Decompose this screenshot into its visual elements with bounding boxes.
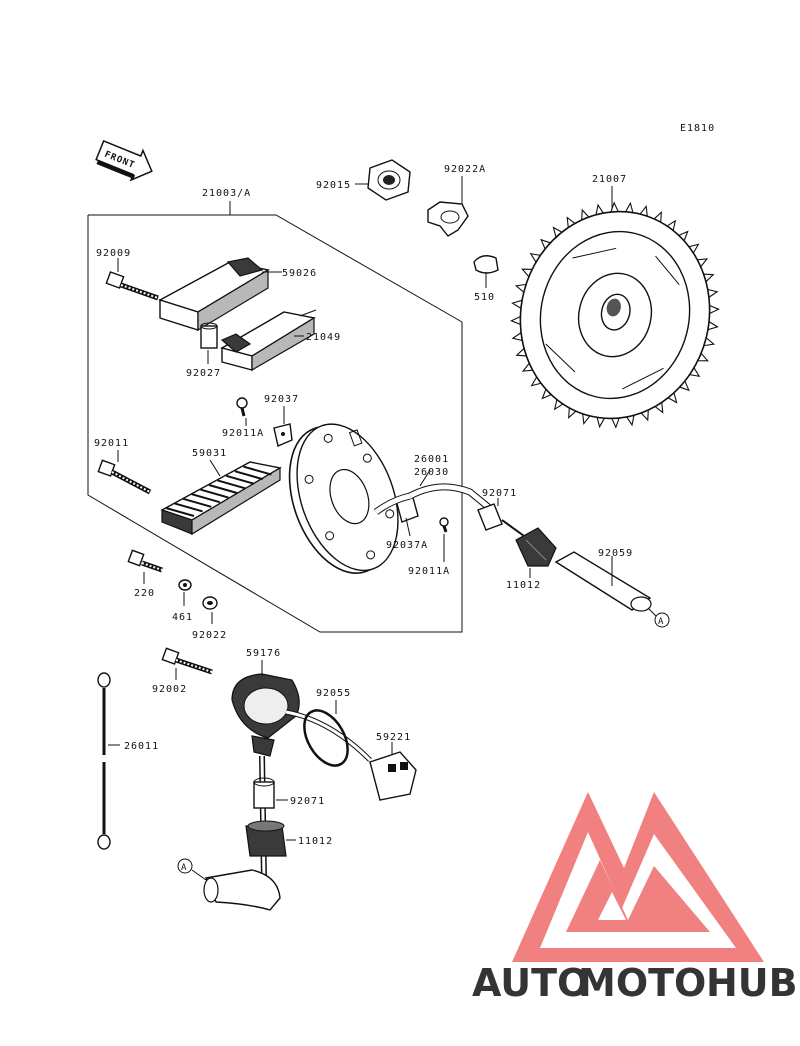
pickup-coil-icon — [231, 673, 372, 762]
cable-sleeve-icon — [554, 551, 652, 612]
grommet-icon — [253, 777, 275, 809]
label-92059: 92059 — [598, 548, 633, 559]
rectifier-icon — [158, 257, 270, 332]
heatsink-fin — [234, 470, 264, 481]
cable-boot-icon — [515, 527, 557, 567]
label-59176: 59176 — [246, 648, 281, 659]
washer-icon — [202, 596, 218, 610]
label-26030: 26030 — [414, 467, 449, 478]
heatsink-fin — [191, 493, 221, 504]
heatsink-fin — [174, 502, 203, 513]
ground-cable-icon — [97, 672, 111, 850]
label-21003a: 21003/A — [202, 188, 251, 199]
screw-icon — [439, 517, 449, 533]
ref-a-bottom: A — [181, 863, 187, 873]
bolt-icon — [97, 459, 152, 495]
label-11012-bottom: 11012 — [298, 836, 333, 847]
label-21049: 21049 — [306, 332, 341, 343]
screw-icon — [236, 397, 248, 417]
ref-a-circle-top — [654, 612, 670, 628]
stator-plate-icon — [288, 423, 399, 574]
heatsink-fin — [200, 488, 229, 499]
heatsink-fin — [182, 497, 212, 508]
heatsink-fin — [243, 465, 272, 476]
label-92037a: 92037A — [386, 540, 428, 551]
nut-icon — [178, 579, 192, 591]
woodruff-key-icon — [473, 255, 499, 274]
heatsink-fin — [165, 507, 195, 517]
bolt-icon — [161, 647, 213, 675]
label-92071-top: 92071 — [482, 488, 517, 499]
bolt-icon — [127, 549, 163, 573]
automotohub-logo: AUTO MOTO HUB — [472, 792, 798, 1005]
label-92009: 92009 — [96, 248, 131, 259]
collar-icon — [200, 322, 218, 349]
label-59221: 59221 — [376, 732, 411, 743]
grommet-icon — [477, 503, 525, 537]
label-92011a-bottom: 92011A — [408, 566, 450, 577]
label-59031: 59031 — [192, 448, 227, 459]
lock-washer-icon — [427, 201, 469, 237]
heatsink-fin — [225, 474, 255, 485]
nut-icon — [367, 159, 411, 201]
figure-code: E1810 — [680, 123, 715, 134]
bolt-icon — [105, 271, 159, 301]
heatsink-fin — [217, 479, 246, 490]
o-ring-icon — [303, 709, 349, 767]
label-59026: 59026 — [282, 268, 317, 279]
label-92022a: 92022A — [444, 164, 486, 175]
label-92022: 92022 — [192, 630, 227, 641]
label-11012-top: 11012 — [506, 580, 541, 591]
clamp-icon — [273, 423, 293, 447]
heatsink-fin — [208, 484, 238, 494]
cable-sleeve-icon — [203, 869, 281, 911]
label-92011: 92011 — [94, 438, 129, 449]
label-26001: 26001 — [414, 454, 449, 465]
label-92071-bottom: 92071 — [290, 796, 325, 807]
regulator-icon — [220, 311, 316, 372]
label-461: 461 — [172, 612, 193, 623]
rotor-flywheel-icon — [510, 201, 720, 429]
ref-a-top: A — [658, 617, 664, 627]
regulator-heatsink-icon — [160, 461, 282, 536]
label-220: 220 — [134, 588, 155, 599]
front-arrow-icon: FRONT — [95, 140, 153, 182]
cable-boot-icon — [245, 820, 287, 857]
ref-a-circle-bottom — [177, 858, 193, 874]
label-92015: 92015 — [316, 180, 351, 191]
stator-assembly-outline — [87, 201, 463, 633]
label-21007: 21007 — [592, 174, 627, 185]
label-26011: 26011 — [124, 741, 159, 752]
label-92037: 92037 — [264, 394, 299, 405]
label-92027: 92027 — [186, 368, 221, 379]
label-510: 510 — [474, 292, 495, 303]
cable-icon — [259, 755, 267, 881]
connector-icon — [369, 751, 417, 801]
label-92055: 92055 — [316, 688, 351, 699]
pickup-sensor-icon — [373, 483, 495, 523]
watermark-moto: MOTO — [578, 961, 706, 1005]
label-92002: 92002 — [152, 684, 187, 695]
watermark-hub: HUB — [706, 961, 798, 1005]
watermark-auto: AUTO — [472, 961, 589, 1005]
label-92011a-top: 92011A — [222, 428, 264, 439]
